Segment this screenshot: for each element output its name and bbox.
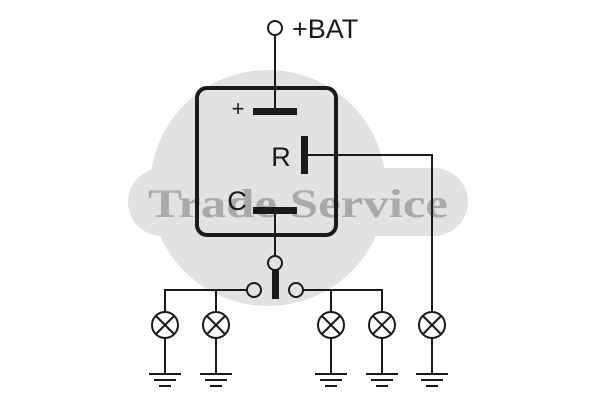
- r-pin: [301, 136, 308, 174]
- right-wire: [303, 289, 383, 312]
- battery-label: +BAT: [292, 14, 358, 44]
- watermark: Trade Service: [128, 70, 468, 306]
- watermark-band: [128, 168, 468, 236]
- ground-icon: [416, 338, 448, 387]
- relay-box: [195, 86, 338, 237]
- c-label: C: [227, 186, 247, 216]
- lamp-icon: [317, 311, 345, 339]
- plus-pin: [253, 108, 297, 115]
- lamp-icon: [368, 311, 396, 339]
- ground-icon: [149, 338, 181, 387]
- r-label: R: [271, 142, 291, 172]
- ground-icon: [366, 338, 398, 387]
- plus-label: +: [232, 96, 245, 121]
- watermark-text: Trade Service: [148, 181, 448, 226]
- ground-icon: [200, 338, 232, 387]
- lamp-icon: [202, 311, 230, 339]
- ground-icon: [315, 338, 347, 387]
- c-pin: [253, 207, 297, 214]
- lamp-icon: [151, 311, 179, 339]
- r-wire: [308, 154, 433, 312]
- lamp-icon: [418, 311, 446, 339]
- battery-terminal-icon: [267, 20, 283, 36]
- left-wire: [164, 289, 247, 312]
